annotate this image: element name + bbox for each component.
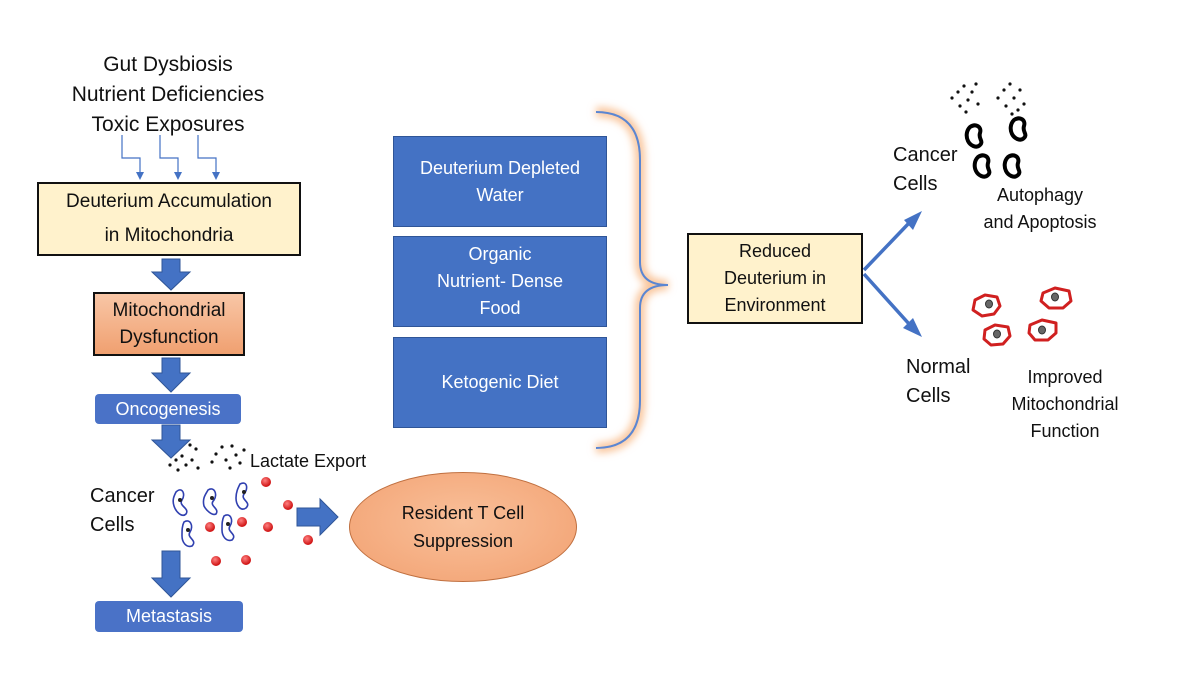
- autophagy-label: Autophagy and Apoptosis: [972, 182, 1108, 236]
- arrow-accum-to-dysfunction: [150, 258, 192, 291]
- cancer-label-line-2: Cells: [90, 514, 135, 536]
- autophagy-line-1: Autophagy: [996, 185, 1084, 205]
- normal-line-2: Cells: [906, 385, 951, 407]
- suppression-line-2: Suppression: [412, 531, 514, 551]
- dying-cancer-cells: [964, 116, 1028, 179]
- dysfunction-line-1: Mitochondrial: [112, 300, 226, 321]
- dysfunction-line-2: Dysfunction: [119, 327, 219, 348]
- normal-cell-nuclei: [985, 292, 1059, 339]
- reduced-line-1: Reduced: [738, 241, 812, 261]
- intervention-keto-box: Ketogenic Diet: [393, 337, 607, 428]
- outcome-arrows: [862, 220, 912, 327]
- cancer-label-line-1: Cancer: [90, 485, 155, 507]
- mitochondrial-dysfunction-box: Mitochondrial Dysfunction: [93, 292, 245, 356]
- arrow-oncogenesis-to-cancer: [150, 424, 192, 459]
- suppression-line-1: Resident T Cell: [401, 503, 525, 523]
- arrow-dysfunction-to-oncogenesis: [150, 357, 192, 393]
- improved-line-3: Function: [1030, 421, 1100, 441]
- lactate-dots: [168, 443, 246, 472]
- accumulation-line-2: in Mitochondria: [104, 225, 234, 246]
- reduced-line-3: Environment: [724, 295, 826, 315]
- cause-arrows: [121, 135, 217, 174]
- food-line-1: Organic: [468, 244, 532, 264]
- cause-gut-dysbiosis: Gut Dysbiosis: [103, 53, 233, 76]
- arrow-to-suppression: [296, 497, 339, 537]
- t-cell-suppression-ellipse: Resident T Cell Suppression: [349, 472, 577, 582]
- arrowhead-up: [904, 211, 922, 230]
- cancer-cell-dots-left: [178, 490, 246, 532]
- intervention-food-box: Organic Nutrient- Dense Food: [393, 236, 607, 327]
- ddw-line-2: Water: [476, 184, 524, 205]
- oncogenesis-box: Oncogenesis: [95, 394, 241, 424]
- cancer-cells-label-right: Cancer Cells: [893, 141, 957, 199]
- cause-toxic-exposures: Toxic Exposures: [91, 113, 245, 136]
- food-line-3: Food: [479, 298, 521, 318]
- improved-line-2: Mitochondrial: [1011, 394, 1119, 414]
- improved-line-1: Improved: [1027, 367, 1103, 387]
- reduced-line-2: Deuterium in: [723, 268, 827, 288]
- intervention-ddw-box: Deuterium Depleted Water: [393, 136, 607, 227]
- normal-cells-label: Normal Cells: [906, 353, 970, 411]
- cause-arrowheads: [136, 172, 220, 180]
- normal-cells: [971, 286, 1073, 347]
- normal-line-1: Normal: [906, 356, 971, 378]
- right-cancer-line-2: Cells: [893, 173, 938, 195]
- deuterium-accumulation-box: Deuterium Accumulation in Mitochondria: [37, 182, 301, 256]
- arrowhead-down: [903, 318, 922, 337]
- brace: [595, 111, 669, 449]
- accumulation-line-1: Deuterium Accumulation: [66, 191, 272, 212]
- right-cancer-line-1: Cancer: [893, 144, 958, 166]
- cancer-cell-icons-left: [172, 482, 249, 548]
- lactate-export-label: Lactate Export: [250, 451, 367, 471]
- metastasis-box: Metastasis: [95, 601, 243, 632]
- reduced-deuterium-box: Reduced Deuterium in Environment: [687, 233, 863, 324]
- dots-right: [950, 82, 1026, 116]
- cancer-cells-label-left: Cancer Cells: [90, 482, 154, 540]
- cause-nutrient-deficiencies: Nutrient Deficiencies: [71, 83, 265, 106]
- arrow-cancer-to-metastasis: [150, 550, 192, 598]
- ddw-line-1: Deuterium Depleted: [419, 157, 581, 178]
- improved-function-label: Improved Mitochondrial Function: [994, 364, 1136, 445]
- causes-list: Gut Dysbiosis Nutrient Deficiencies Toxi…: [50, 50, 286, 140]
- keto-line-1: Ketogenic Diet: [441, 372, 559, 392]
- red-dots: [205, 477, 313, 566]
- food-line-2: Nutrient- Dense: [436, 271, 564, 291]
- flow-arrows-down: [150, 258, 192, 598]
- autophagy-line-2: and Apoptosis: [983, 212, 1097, 232]
